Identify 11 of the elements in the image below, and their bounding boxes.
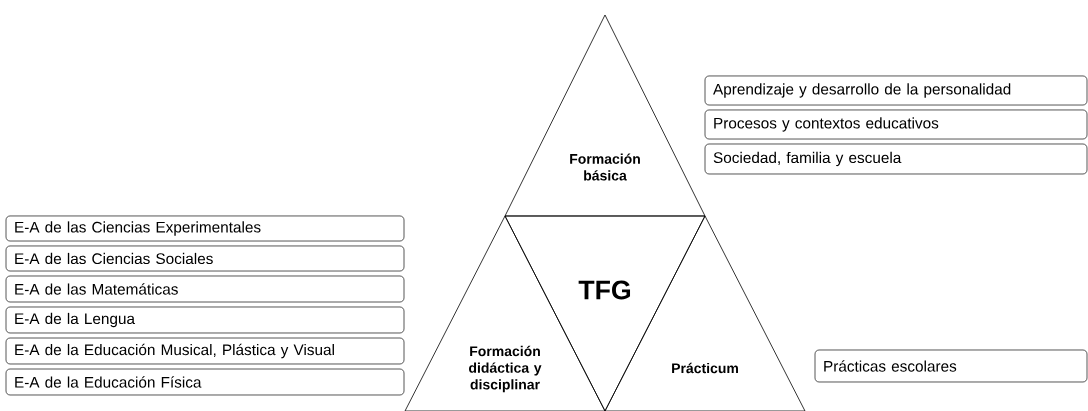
triangle-segment: Formación básica [504,14,706,217]
list-box: E-A de la Lengua [5,306,405,334]
list-box: Prácticas escolares [814,349,1088,383]
list-box: E-A de la Educación Musical, Plástica y Visual [5,337,405,365]
list-box: Sociedad, familia y escuela [704,143,1088,175]
list-box: Procesos y contextos educativos [704,109,1088,140]
list-box: E-A de las Ciencias Experimentales [5,215,405,242]
list-box: Aprendizaje y desarrollo de la personalidad [704,75,1088,106]
list-box: E-A de las Matemáticas [5,275,405,303]
list-box: E-A de la Educación Física [5,368,405,396]
list-box: E-A de las Ciencias Sociales [5,245,405,272]
